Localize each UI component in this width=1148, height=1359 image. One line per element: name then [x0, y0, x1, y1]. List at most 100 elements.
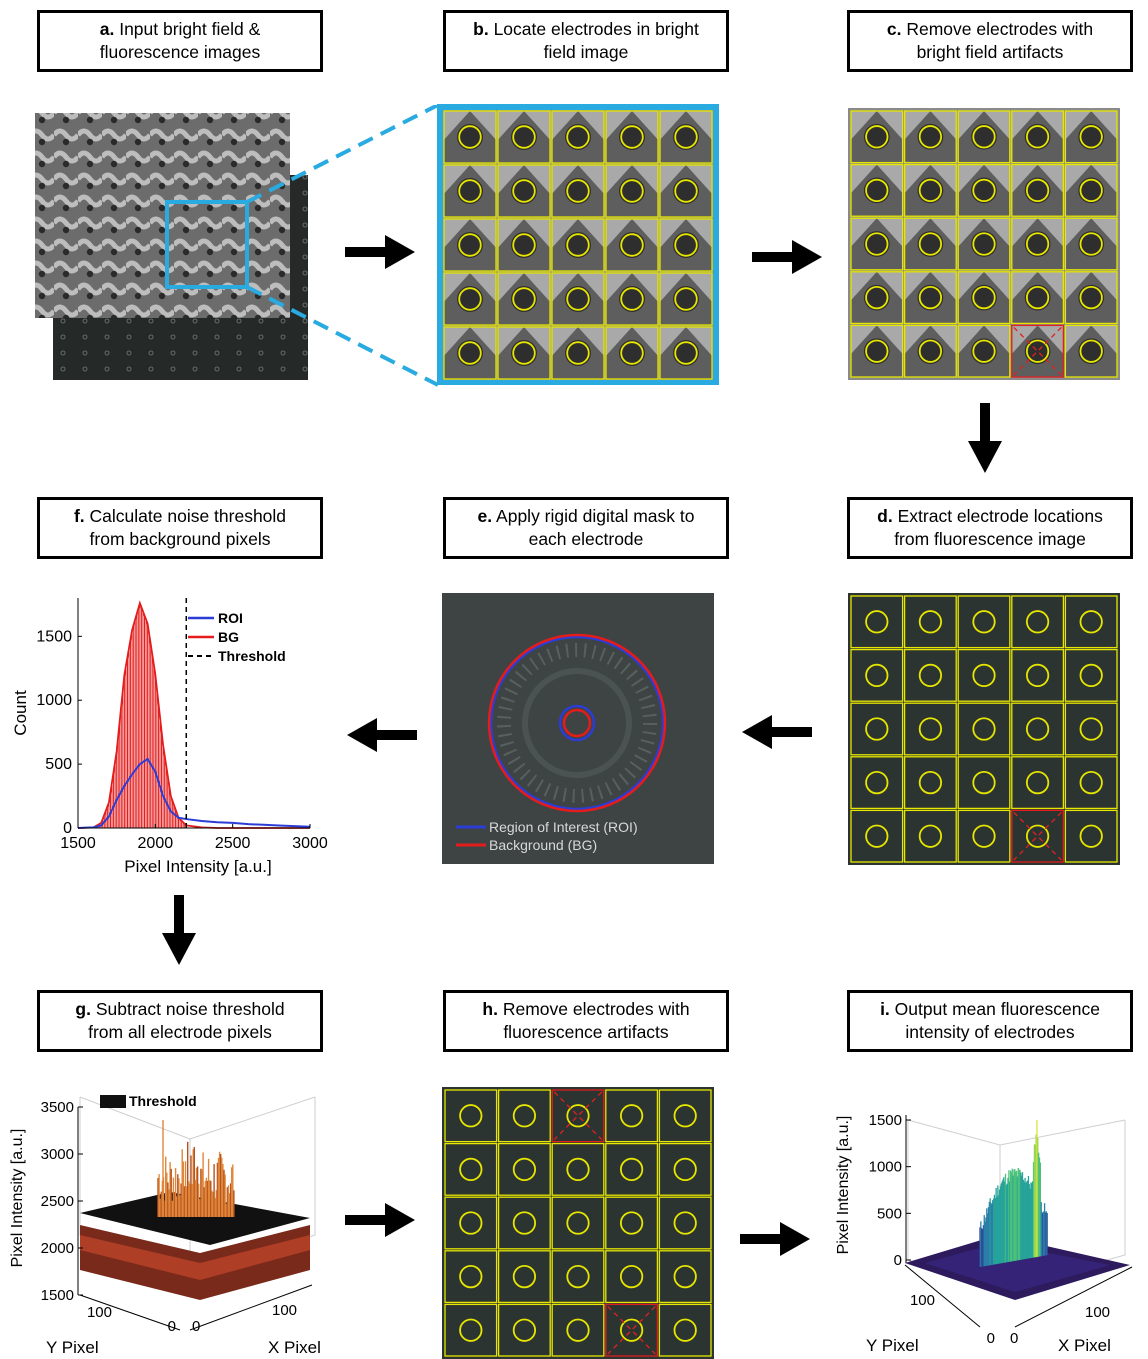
electrode-cell [1011, 271, 1065, 325]
electrode-cell [497, 164, 551, 218]
electrode-cell [1064, 756, 1118, 810]
hist-xtick-label: 1500 [60, 835, 96, 852]
panel-a-input-images [35, 105, 439, 387]
legend-bg-label: Background (BG) [489, 837, 597, 853]
step-b-letter: b. [473, 19, 489, 39]
step-a-line1: Input bright field & [119, 19, 261, 39]
step-e-line2: each electrode [528, 529, 644, 549]
electrode-cell [957, 163, 1011, 217]
hist-ylabel: Count [11, 690, 30, 736]
hist-xtick-label: 2500 [215, 835, 251, 852]
electrode-cell [1064, 110, 1118, 164]
electrode-cell [444, 1089, 498, 1143]
step-b-line1: Locate electrodes in bright [493, 19, 699, 39]
electrode-cell [850, 809, 904, 863]
panel-e-mask: Region of Interest (ROI) Background (BG) [442, 593, 714, 864]
electrode-cell [957, 809, 1011, 863]
bg-inner-ring [562, 708, 592, 738]
removed-electrode-cell [1011, 324, 1065, 378]
arrow-g-to-h [345, 1203, 415, 1237]
electrode-cell [1011, 595, 1065, 649]
electrode-cell [658, 1089, 712, 1143]
electrode-cell [605, 1196, 659, 1250]
i-ztick-label: 0 [894, 1252, 902, 1269]
electrode-cell [1011, 648, 1065, 702]
hist-ytick-label: 0 [63, 820, 72, 837]
i-ylabel: Y Pixel [866, 1336, 919, 1355]
electrode-cell [605, 1142, 659, 1196]
electrode-cell [850, 595, 904, 649]
electrode-cell [1064, 324, 1118, 378]
step-c-line1: Remove electrodes with [906, 19, 1094, 39]
g-ztick-label: 3000 [41, 1146, 74, 1163]
electrode-cell [903, 648, 957, 702]
step-d-line1: Extract electrode locations [897, 506, 1103, 526]
electrode-cell [850, 271, 904, 325]
hist-ytick-label: 500 [45, 756, 72, 773]
electrode-cell [605, 110, 659, 164]
electrode-cell [443, 110, 497, 164]
arrow-d-to-e [742, 715, 812, 749]
removed-electrode-cell [551, 1089, 605, 1143]
electrode-cell [957, 648, 1011, 702]
electrode-cell [1064, 217, 1118, 271]
electrode-cell [1011, 756, 1065, 810]
electrode-cell [443, 272, 497, 326]
electrode-cell [658, 1196, 712, 1250]
legend-roi-label: Region of Interest (ROI) [489, 819, 638, 835]
electrode-cell [1064, 702, 1118, 756]
g-x-axis [189, 1284, 313, 1331]
electrode-cell [850, 648, 904, 702]
arrow-e-to-f [347, 718, 417, 752]
bg-outer-ring [489, 635, 665, 811]
panel-d-fluorescence-grid [848, 593, 1120, 865]
step-a-line2: fluorescence images [99, 42, 261, 62]
electrode-cell [1064, 163, 1118, 217]
step-h-line1: Remove electrodes with [502, 999, 690, 1019]
electrode-cell [497, 272, 551, 326]
electrode-cell [850, 163, 904, 217]
zoom-line-top [246, 105, 439, 204]
step-g-box: g. Subtract noise threshold from all ele… [37, 990, 323, 1052]
electrode-cell [497, 1089, 551, 1143]
electrode-cell [850, 324, 904, 378]
step-d-letter: d. [877, 506, 893, 526]
electrode-cell [850, 217, 904, 271]
step-h-letter: h. [482, 999, 498, 1019]
electrode-cell [903, 110, 957, 164]
electrode-cell [957, 271, 1011, 325]
electrode-cell [1064, 271, 1118, 325]
electrode-cell [444, 1250, 498, 1304]
step-g-line2: from all electrode pixels [88, 1022, 272, 1042]
removed-electrode-cell [605, 1303, 659, 1357]
electrode-cell [658, 1142, 712, 1196]
electrode-cell [903, 595, 957, 649]
electrode-cell [443, 326, 497, 380]
i-xlabel: X Pixel [1058, 1336, 1111, 1355]
electrode-cell [443, 218, 497, 272]
g-ztick-label: 3500 [41, 1099, 74, 1116]
electrode-cell [957, 595, 1011, 649]
step-g-letter: g. [75, 999, 91, 1019]
g-legend-threshold: Threshold [129, 1093, 197, 1109]
electrode-cell [551, 1196, 605, 1250]
g-ytick-0: 0 [168, 1318, 176, 1335]
electrode-cell [444, 1142, 498, 1196]
electrode-cell [903, 756, 957, 810]
electrode-cell [850, 756, 904, 810]
electrode-cell [957, 110, 1011, 164]
electrode-cell [903, 271, 957, 325]
panel-h-fluorescence-filtered [442, 1087, 714, 1359]
step-c-line2: bright field artifacts [916, 42, 1064, 62]
step-f-letter: f. [73, 506, 85, 526]
step-i-line2: intensity of electrodes [905, 1022, 1075, 1042]
step-h-box: h. Remove electrodes with fluorescence a… [443, 990, 729, 1052]
electrode-cell [957, 217, 1011, 271]
i-ztick-label: 1000 [869, 1159, 902, 1176]
g-ztick-label: 2500 [41, 1193, 74, 1210]
electrode-cell [850, 110, 904, 164]
step-e-box: e. Apply rigid digital mask to each elec… [443, 497, 729, 559]
